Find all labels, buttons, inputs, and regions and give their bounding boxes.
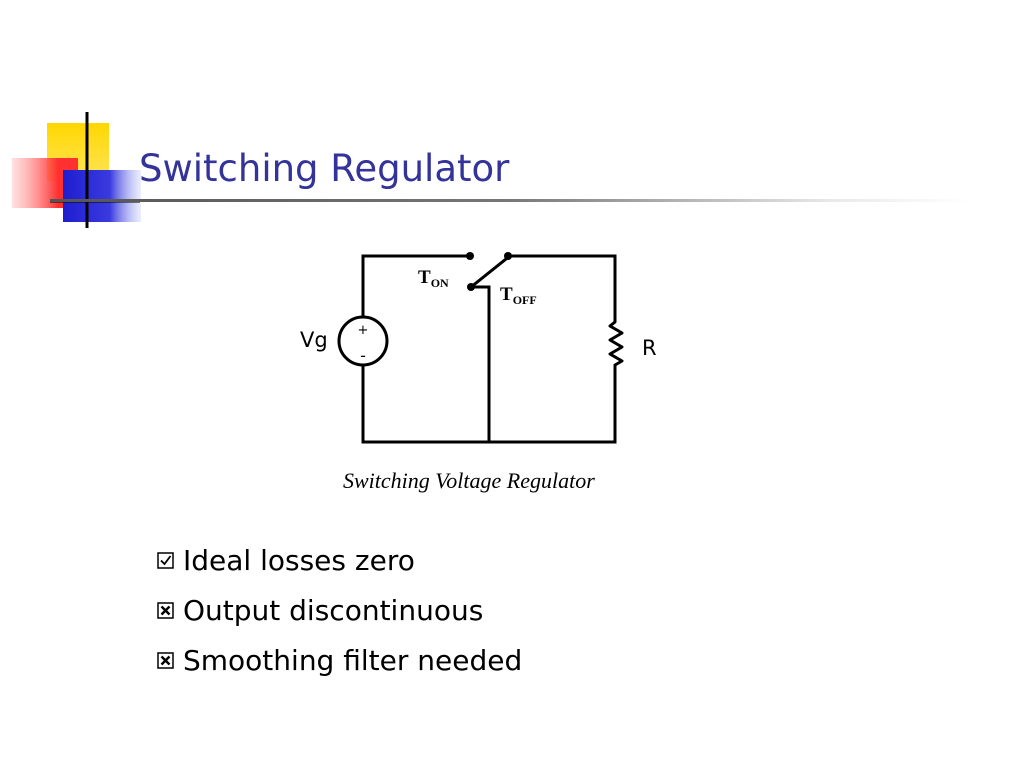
bullet-item: Ideal losses zero <box>157 535 522 585</box>
title-underline <box>50 199 970 202</box>
bullet-item: Output discontinuous <box>157 585 522 635</box>
resistor-zigzag <box>608 300 624 372</box>
deco-blue-square <box>63 170 141 222</box>
source-label: Vg <box>300 328 328 352</box>
corner-decoration <box>12 112 141 228</box>
bullet-list: Ideal losses zero Output discontinuous S… <box>157 535 522 685</box>
bullet-text: Output discontinuous <box>183 593 484 627</box>
source-minus-sign: - <box>360 346 366 365</box>
switch-blade <box>468 256 509 290</box>
source-plus-sign: + <box>358 323 369 338</box>
switch-contact-bottom <box>467 283 475 291</box>
voltage-source-circle <box>337 315 389 367</box>
switch-off-label: TOFF <box>500 284 537 307</box>
switch-contact-left <box>466 252 474 260</box>
bullet-text: Ideal losses zero <box>183 543 415 577</box>
switch-contact-right <box>504 252 512 260</box>
checkbox-checked-icon <box>157 551 174 569</box>
bullet-item: Smoothing filter needed <box>157 635 522 685</box>
resistor-label: R <box>642 336 657 360</box>
slide-title: Switching Regulator <box>139 147 510 190</box>
circuit-diagram: + - Vg R TON TOFF <box>300 252 657 444</box>
switch-on-label: TON <box>418 267 449 290</box>
circuit-caption: Switching Voltage Regulator <box>343 468 595 493</box>
bullet-text: Smoothing filter needed <box>183 643 523 677</box>
checkbox-crossed-icon <box>157 601 174 619</box>
checkbox-crossed-icon <box>157 651 174 669</box>
